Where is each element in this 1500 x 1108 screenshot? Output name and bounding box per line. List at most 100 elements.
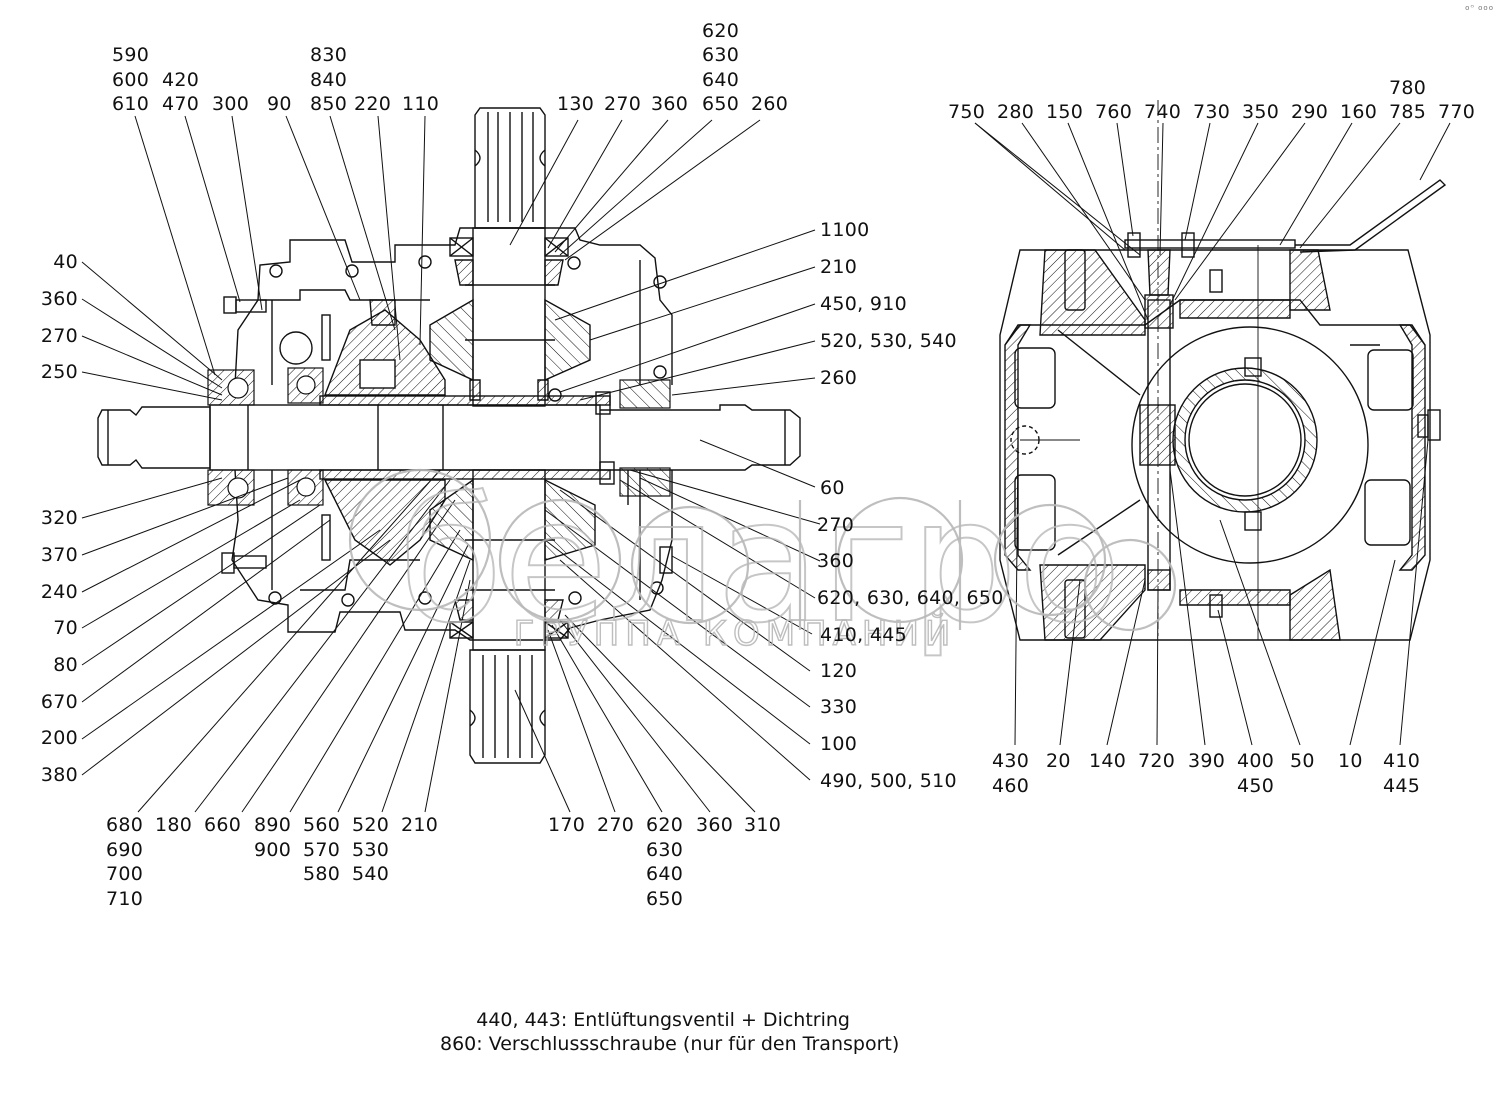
callout-rb-20: 20 [1046, 750, 1071, 772]
callout-left-0: 40 [53, 251, 78, 273]
callout-bot-620-650: 620 630 640 650 [646, 814, 684, 910]
leader-lines-left [81, 115, 821, 813]
callout-r-750: 750 [948, 101, 986, 123]
bearing-inner-left [287, 367, 324, 506]
notes: 440, 443: Entlüftungsventil + Dichtring … [440, 1008, 1040, 1056]
callout-r-740: 740 [1144, 101, 1182, 123]
callout-right-7: 360 [817, 550, 855, 572]
bolt-hole [341, 593, 355, 607]
callout-right-12: 100 [820, 733, 858, 755]
bolt-hole [345, 264, 359, 278]
callout-bot-560-580: 560 570 580 [303, 814, 341, 885]
callout-left-2: 270 [40, 325, 78, 347]
callout-rb-390: 390 [1188, 750, 1226, 772]
callout-r-350: 350 [1242, 101, 1280, 123]
bevel-gear-lower [323, 479, 446, 566]
callout-bot-210: 210 [401, 814, 439, 836]
callout-right-4: 260 [820, 367, 858, 389]
watermark: ГРУППА КОМПАНИЙ [348, 468, 1177, 655]
callout-left-1: 360 [40, 288, 78, 310]
left-gearbox-section [97, 107, 801, 764]
callout-bot-310: 310 [744, 814, 782, 836]
callout-bot-180: 180 [155, 814, 193, 836]
top-cover [1124, 239, 1296, 249]
callout-top-360: 360 [651, 93, 689, 115]
callout-top-270: 270 [604, 93, 642, 115]
callout-r-150: 150 [1046, 101, 1084, 123]
callout-bot-360: 360 [696, 814, 734, 836]
housing-outline [234, 227, 673, 386]
callout-rb-140: 140 [1089, 750, 1127, 772]
callout-rb-50: 50 [1290, 750, 1315, 772]
leader-lines-right [974, 122, 1451, 746]
callout-rb-10: 10 [1338, 750, 1363, 772]
callout-right-11: 330 [820, 696, 858, 718]
callout-top-90: 90 [267, 93, 292, 115]
callout-bot-270: 270 [597, 814, 635, 836]
bearing-left [207, 369, 255, 506]
callout-rb-720: 720 [1138, 750, 1176, 772]
right-gearbox-section [999, 100, 1447, 641]
callout-left-8: 80 [53, 654, 78, 676]
bolt [659, 546, 673, 574]
callout-top-590-600-610: 590 600 610 [112, 44, 150, 115]
callout-r-760: 760 [1095, 101, 1133, 123]
callout-right-9: 410, 445 [820, 624, 908, 646]
callout-right-10: 120 [820, 660, 858, 682]
callout-right-5: 60 [820, 477, 845, 499]
callout-right-3: 520, 530, 540 [820, 330, 957, 352]
callout-left-10: 200 [40, 727, 78, 749]
callout-r-290: 290 [1291, 101, 1329, 123]
shift-lever [1295, 179, 1447, 253]
note-plug: 860: Verschlussschraube (nur für den Tra… [440, 1033, 900, 1055]
bolt-hole [568, 591, 582, 605]
callout-rb-400-450: 400 450 [1237, 750, 1275, 797]
watermark-subtitle: ГРУППА КОМПАНИЙ [514, 613, 957, 654]
pinion-gear-lower [429, 478, 474, 562]
output-bore [1184, 379, 1306, 501]
callout-right-8: 620, 630, 640, 650 [817, 587, 1004, 609]
callout-left-6: 240 [40, 581, 78, 603]
output-shaft-right [600, 404, 801, 471]
housing-bottom-wall [1039, 564, 1146, 641]
callout-left-3: 250 [40, 361, 78, 383]
callout-bot-170: 170 [548, 814, 586, 836]
callout-right-0: 1100 [820, 219, 870, 241]
bolt-hole [269, 264, 283, 278]
bearing-boss [1131, 326, 1369, 564]
callout-top-620-650: 620 630 640 650 [702, 19, 740, 116]
callout-bot-680-710: 680 690 700 710 [106, 814, 144, 910]
callout-right-1: 210 [820, 256, 858, 278]
watermark-logo: белагро [398, 463, 1122, 661]
callout-top-260: 260 [751, 93, 789, 115]
callout-left-11: 380 [40, 764, 78, 786]
callout-top-220: 220 [354, 93, 392, 115]
callout-r-280: 280 [997, 101, 1035, 123]
callout-left-4: 320 [40, 507, 78, 529]
callout-r-770: 770 [1438, 101, 1476, 123]
bolt [233, 555, 267, 569]
bolt-hole [567, 256, 581, 270]
bearing-right [619, 379, 671, 497]
callout-bot-520-540: 520 530 540 [352, 814, 390, 885]
callout-right-2: 450, 910 [820, 293, 908, 315]
bolt-hole [650, 581, 664, 595]
callout-bot-890-900: 890 900 [254, 814, 292, 861]
bolt-hole [418, 255, 432, 269]
bolt [223, 296, 237, 314]
callout-right-13: 490, 500, 510 [820, 770, 957, 792]
bolt [235, 299, 267, 313]
callout-rb-430-460: 430 460 [992, 750, 1030, 797]
housing-top-wall [1039, 249, 1146, 336]
bolt-hole [653, 365, 667, 379]
callout-top-130: 130 [557, 93, 595, 115]
callout-bot-660: 660 [204, 814, 242, 836]
callout-top-300: 300 [212, 93, 250, 115]
note-breather: 440, 443: Entlüftungsventil + Dichtring [440, 1009, 850, 1031]
callout-top-420-470: 420 470 [162, 68, 200, 116]
pinion-shaft-upper [472, 227, 546, 407]
callout-r-780-785: 780 785 [1389, 76, 1427, 124]
housing-outline-lower [231, 469, 673, 641]
